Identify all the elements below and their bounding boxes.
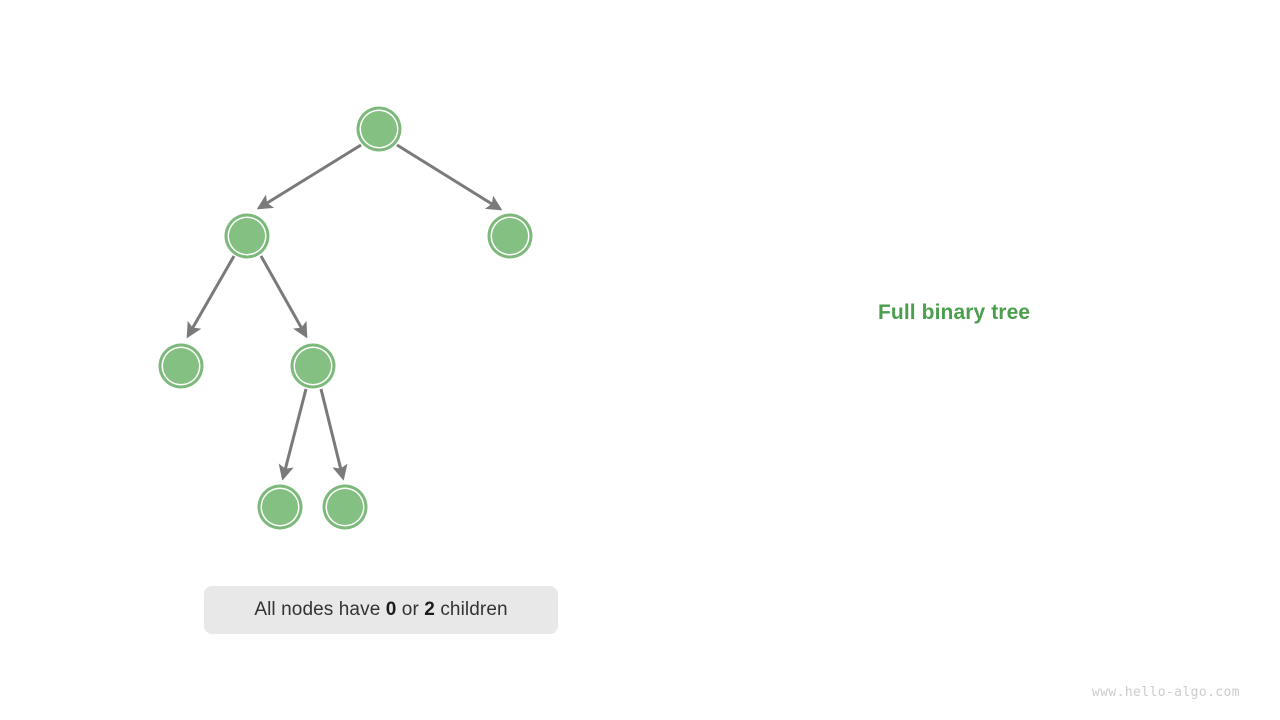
edge-n2-n4: [186, 255, 236, 339]
tree-edges: [186, 143, 503, 481]
tree-node-root[interactable]: [356, 106, 402, 152]
caption-box: All nodes have 0 or 2 children: [204, 586, 558, 634]
caption-suffix: children: [434, 599, 508, 620]
edge-n2-n5: [259, 255, 308, 339]
tree-node-left[interactable]: [224, 213, 270, 259]
edge-n1-n3: [396, 143, 503, 211]
tree-node-leaf-b[interactable]: [322, 484, 368, 530]
watermark: www.hello-algo.com: [1091, 685, 1240, 700]
caption-middle: or: [396, 599, 425, 620]
caption-count-zero: 0: [385, 599, 397, 620]
tree-node-leaf-a[interactable]: [257, 484, 303, 530]
diagram-title: Full binary tree: [878, 301, 1031, 324]
caption-text: All nodes have 0 or 2 children: [254, 599, 507, 621]
edge-n5-n7: [319, 388, 348, 481]
tree-nodes: [158, 106, 533, 530]
edge-n1-n2: [256, 143, 362, 210]
caption-prefix: All nodes have: [254, 599, 386, 620]
edge-n5-n6: [278, 388, 308, 481]
caption-count-two: 2: [424, 599, 435, 620]
tree-node-left-right[interactable]: [290, 343, 336, 389]
tree-node-right[interactable]: [487, 213, 533, 259]
tree-node-left-left[interactable]: [158, 343, 204, 389]
